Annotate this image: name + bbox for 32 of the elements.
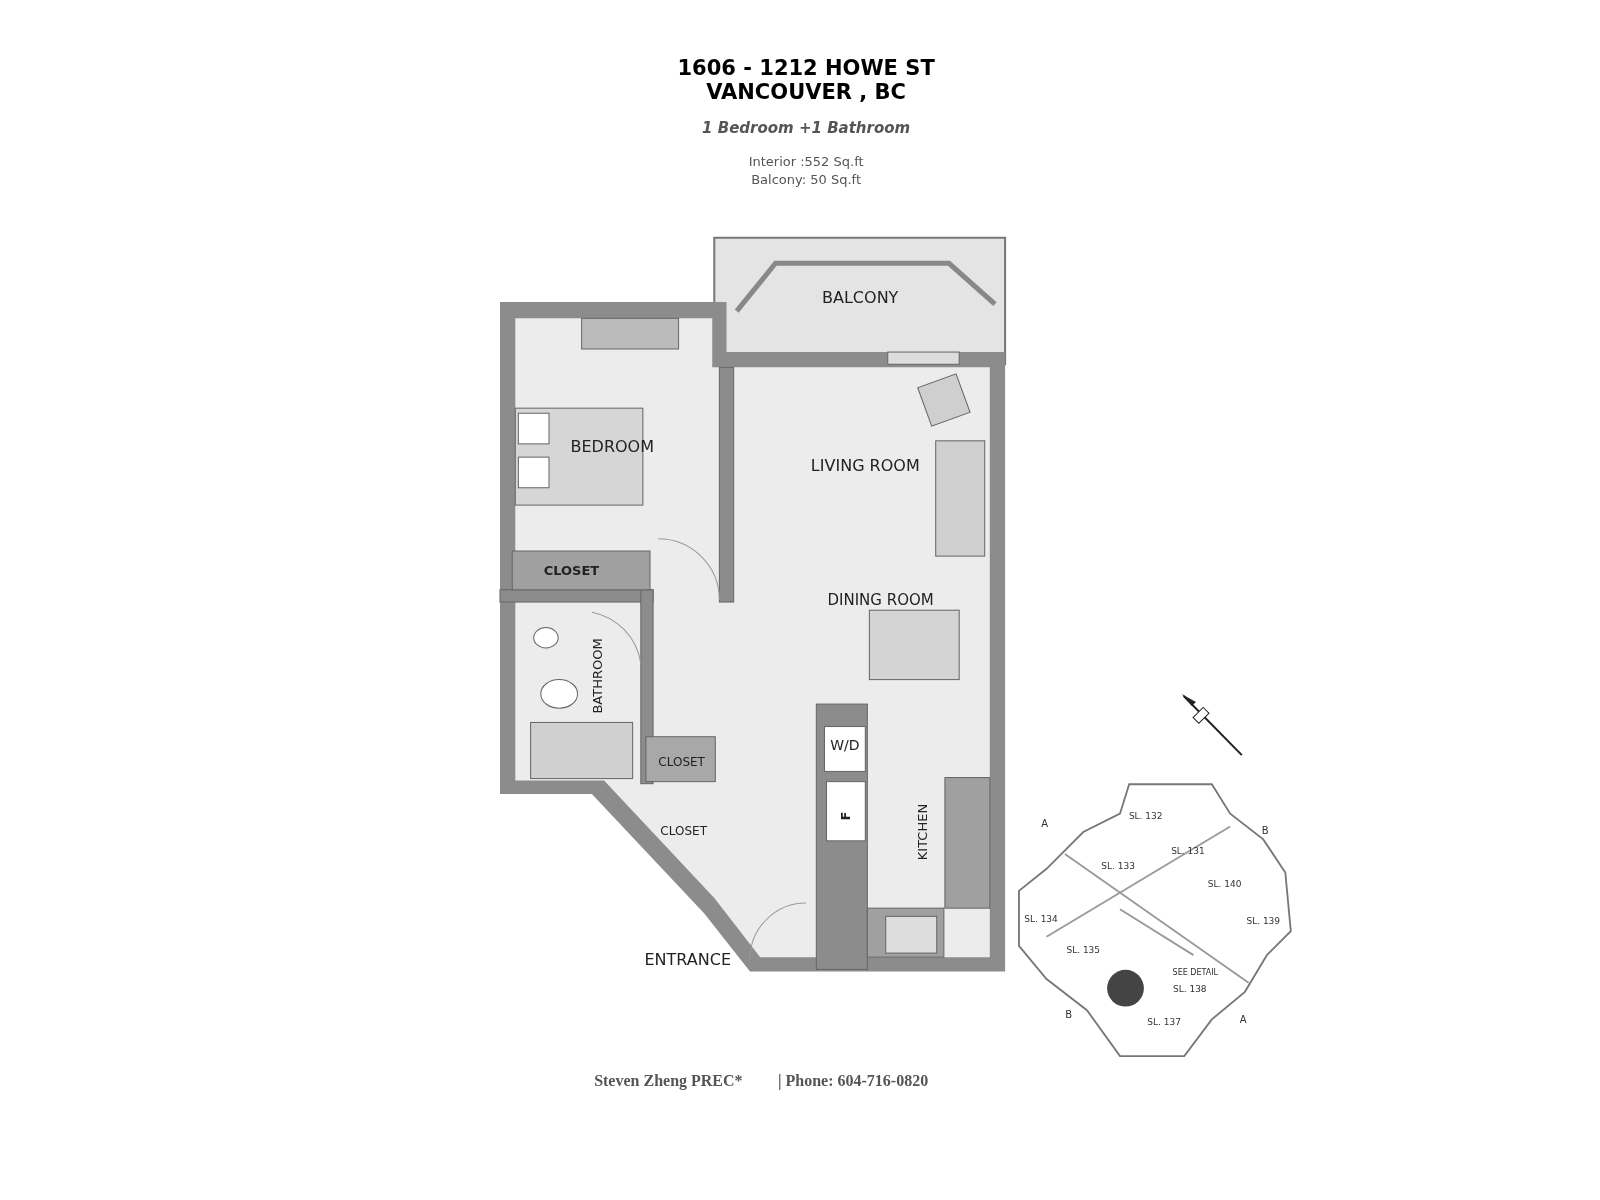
section-mark: A: [1239, 1013, 1247, 1025]
room-label: BATHROOM: [590, 637, 606, 714]
unit-label: SL. 138: [1172, 985, 1207, 995]
section-mark: A: [1041, 817, 1049, 829]
unit-label: SL. 132: [1128, 812, 1163, 823]
agent-name: Steven Zheng PREC*: [594, 1071, 743, 1090]
unit-label: SL. 140: [1207, 880, 1242, 891]
room-label: CLOSET: [543, 564, 600, 579]
room-label: W/D: [830, 738, 860, 754]
unit-label: SL. 134: [1024, 915, 1058, 926]
phone-text: | Phone: 604-716-0820: [777, 1071, 929, 1090]
room-label: CLOSET: [660, 825, 707, 839]
room-label: BEDROOM: [570, 438, 654, 456]
unit-label: SL. 133: [1101, 862, 1135, 872]
room-label: KITCHEN: [916, 803, 931, 860]
room-label: CLOSET: [658, 756, 705, 770]
area-text: Interior :552 Sq.ft: [748, 155, 864, 170]
area-text: Balcony: 50 Sq.ft: [751, 172, 862, 187]
section-mark: B: [1261, 824, 1269, 836]
room-label: ENTRANCE: [644, 951, 731, 969]
unit-label: SL. 137: [1147, 1018, 1181, 1028]
room-label: LIVING ROOM: [810, 457, 920, 476]
note-text: SEE DETAIL: [1172, 969, 1219, 978]
unit-label: SL. 135: [1066, 946, 1101, 957]
room-label: DINING ROOM: [827, 591, 934, 609]
unit-label: SL. 139: [1246, 917, 1281, 927]
subtitle: 1 Bedroom +1 Bathroom: [702, 119, 911, 136]
section-mark: B: [1065, 1008, 1072, 1020]
room-label: BALCONY: [822, 289, 899, 307]
unit-label: SL. 131: [1171, 847, 1205, 858]
appliance-label: F: [838, 811, 854, 821]
title: 1606 - 1212 HOWE ST VANCOUVER , BC: [676, 55, 936, 104]
